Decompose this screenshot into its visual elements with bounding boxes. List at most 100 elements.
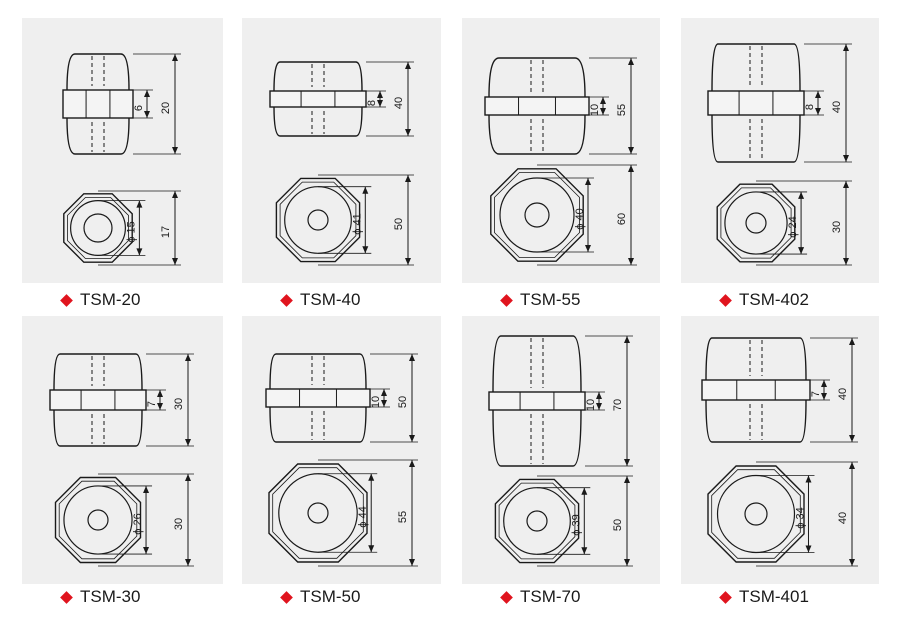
hex-band <box>488 391 586 411</box>
model-name: TSM-401 <box>739 587 809 606</box>
model-name: TSM-55 <box>520 290 581 309</box>
thread-bore <box>307 502 329 524</box>
thread-bore <box>744 502 768 526</box>
arrowhead-icon <box>362 186 369 194</box>
arrowhead-icon <box>362 246 369 254</box>
arrowhead-icon <box>628 147 634 154</box>
body-circle <box>63 485 133 555</box>
arrowhead-icon <box>136 248 143 256</box>
thread-bore <box>745 212 767 234</box>
arrowhead-icon <box>409 559 415 566</box>
red-diamond-bullet-icon <box>500 590 513 604</box>
insulator-top-view <box>494 478 580 564</box>
arrowhead-icon <box>185 354 191 361</box>
hex-dimension-label: 30 <box>173 518 185 530</box>
hex-chamfer <box>711 469 801 559</box>
band-dimension-label: 10 <box>585 399 597 411</box>
height-dimension-label: 55 <box>616 104 628 116</box>
insulator-top-view <box>275 177 361 263</box>
model-name: TSM-70 <box>520 587 581 606</box>
band-dimension-label: 10 <box>589 104 601 116</box>
arrowhead-icon <box>405 258 411 265</box>
arrowhead-icon <box>596 392 602 399</box>
arrowhead-icon <box>798 191 805 199</box>
red-diamond-bullet-icon <box>500 293 513 307</box>
hex-band <box>269 90 367 108</box>
arrowhead-icon <box>628 258 634 265</box>
red-diamond-bullet-icon <box>719 293 732 307</box>
arrowhead-icon <box>798 247 805 255</box>
model-name: TSM-402 <box>739 290 809 309</box>
arrowhead-icon <box>157 403 163 410</box>
arrowhead-icon <box>405 62 411 69</box>
model-caption: TSM-55 <box>500 290 581 310</box>
arrowhead-icon <box>849 435 855 442</box>
model-name: TSM-20 <box>80 290 141 309</box>
arrowhead-icon <box>368 473 375 481</box>
arrowhead-icon <box>172 147 178 154</box>
arrowhead-icon <box>821 393 827 400</box>
arrowhead-icon <box>849 462 855 469</box>
arrowhead-icon <box>172 191 178 198</box>
arrowhead-icon <box>805 475 812 483</box>
hex-band <box>701 379 811 401</box>
height-dimension-label: 20 <box>160 102 172 114</box>
hex-chamfer <box>279 181 357 259</box>
arrowhead-icon <box>849 559 855 566</box>
thread-bore <box>307 209 329 231</box>
band-dimension-label: 8 <box>366 100 378 106</box>
arrowhead-icon <box>600 108 606 115</box>
band-dimension-label: 6 <box>133 105 145 111</box>
arrowhead-icon <box>157 390 163 397</box>
band-dimension-label: 10 <box>370 396 382 408</box>
red-diamond-bullet-icon <box>719 590 732 604</box>
diameter-dimension-label: ϕ 39 <box>570 514 582 535</box>
arrowhead-icon <box>405 129 411 136</box>
arrowhead-icon <box>585 245 591 252</box>
model-name: TSM-50 <box>300 587 361 606</box>
model-name: TSM-30 <box>80 587 141 606</box>
hex-band <box>62 89 134 119</box>
hex-chamfer <box>720 187 792 259</box>
height-dimension-label: 50 <box>397 396 409 408</box>
insulator-side-view <box>66 53 130 155</box>
arrowhead-icon <box>377 91 383 98</box>
arrowhead-icon <box>144 111 150 118</box>
body-circle <box>724 191 788 255</box>
hex-chamfer <box>58 480 138 560</box>
diameter-dimension-label: ϕ 15 <box>125 221 137 242</box>
arrowhead-icon <box>843 155 849 162</box>
arrowhead-icon <box>381 389 387 396</box>
arrowhead-icon <box>405 175 411 182</box>
insulator-side-view <box>53 353 143 447</box>
arrowhead-icon <box>821 380 827 387</box>
arrowhead-icon <box>624 476 630 483</box>
thread-bore <box>83 213 113 243</box>
hex-band <box>49 389 147 411</box>
body-circle <box>284 186 352 254</box>
arrowhead-icon <box>172 54 178 61</box>
insulator-top-view <box>490 168 584 262</box>
arrowhead-icon <box>843 258 849 265</box>
insulator-side-view <box>711 43 801 163</box>
height-dimension-label: 30 <box>173 398 185 410</box>
arrowhead-icon <box>143 547 150 555</box>
arrowhead-icon <box>381 400 387 407</box>
arrowhead-icon <box>624 336 630 343</box>
arrowhead-icon <box>596 403 602 410</box>
height-dimension-label: 40 <box>393 97 405 109</box>
model-caption: TSM-70 <box>500 587 581 607</box>
diameter-dimension-label: ϕ 24 <box>787 216 799 237</box>
model-caption: TSM-40 <box>280 290 360 310</box>
body-circle <box>278 473 358 553</box>
hex-dimension-label: 40 <box>837 512 849 524</box>
body-circle <box>499 177 575 253</box>
band-dimension-label: 7 <box>810 391 822 397</box>
height-dimension-label: 40 <box>831 101 843 113</box>
